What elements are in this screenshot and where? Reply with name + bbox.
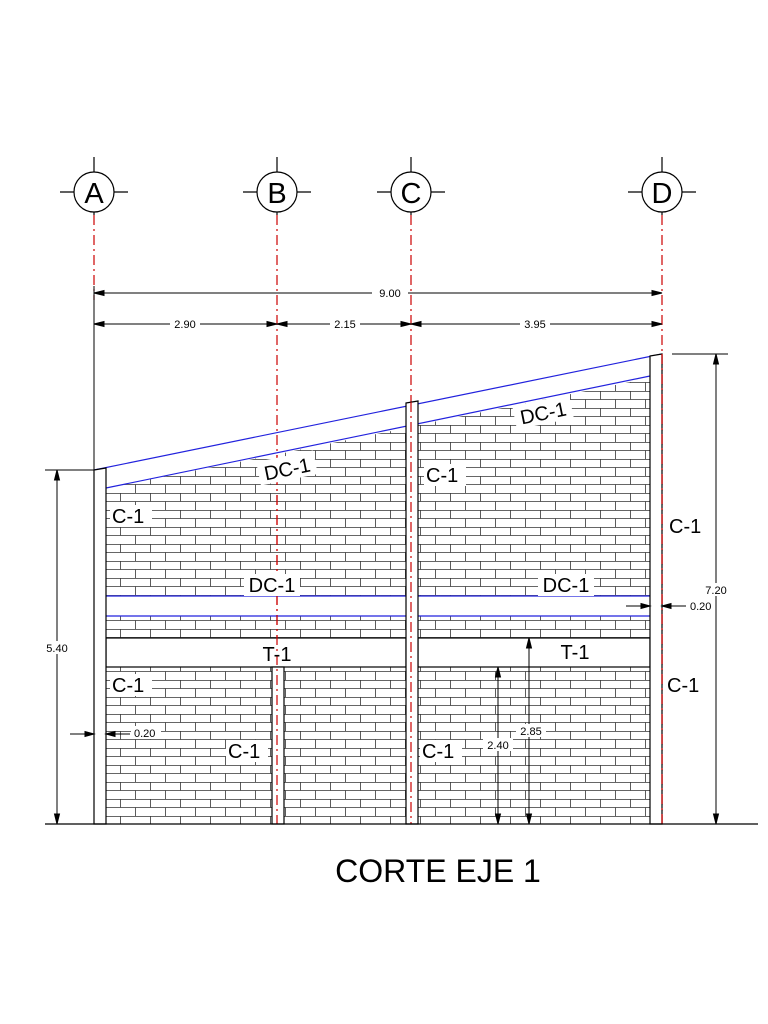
axis-overlay	[276, 354, 663, 824]
label-c-b: C-1	[228, 741, 260, 763]
dimension-column-left	[70, 730, 130, 738]
label-c-c-upper: C-1	[426, 465, 458, 487]
dimension-span-ab: 2.90	[174, 319, 195, 331]
mid-beam	[106, 595, 650, 617]
dimension-wall-height-label: 2.40	[487, 740, 508, 752]
dimension-left-height-label: 5.40	[46, 643, 67, 655]
label-dc-mid-left: DC-1	[249, 575, 296, 597]
axis-bubble-c	[377, 157, 445, 215]
dimension-total-label: 9.00	[379, 288, 400, 300]
dimension-span-bc: 2.15	[334, 319, 355, 331]
member-labels: DC-1 DC-1 DC-1 DC-1 T-1 T-1 C-1 C-1 C-1 …	[110, 394, 701, 763]
column-a	[93, 467, 107, 825]
label-t-left: T-1	[263, 644, 292, 666]
label-dc-mid-right: DC-1	[543, 575, 590, 597]
drawing-title: CORTE EJE 1	[335, 853, 541, 889]
label-c-a-lower: C-1	[112, 675, 144, 697]
axis-bubble-a	[60, 157, 128, 215]
axis-label-b: B	[267, 178, 286, 210]
dimension-column-right	[626, 602, 686, 610]
tie-beam	[105, 637, 651, 668]
axis-label-a: A	[84, 178, 104, 210]
label-c-c-lower: C-1	[422, 741, 454, 763]
axis-label-d: D	[652, 178, 673, 210]
axis-label-c: C	[401, 178, 422, 210]
label-c-d-upper: C-1	[669, 516, 701, 538]
columns	[93, 353, 663, 825]
brick-infill	[106, 378, 650, 824]
dimension-column-left-label: 0.20	[134, 728, 155, 740]
roof-beam	[93, 353, 663, 489]
label-t-right: T-1	[561, 642, 590, 664]
dimension-right-height-label: 7.20	[705, 585, 726, 597]
label-c-a-upper: C-1	[112, 506, 144, 528]
column-b	[271, 666, 285, 825]
axis-bubble-b	[243, 157, 311, 215]
dimension-tie-height-label: 2.85	[520, 726, 541, 738]
dimension-span-cd: 3.95	[524, 319, 545, 331]
label-c-d-lower: C-1	[667, 675, 699, 697]
column-c	[405, 400, 419, 825]
axis-bubble-d	[628, 157, 696, 215]
column-d	[649, 353, 663, 825]
dimension-column-right-label: 0.20	[690, 601, 711, 613]
